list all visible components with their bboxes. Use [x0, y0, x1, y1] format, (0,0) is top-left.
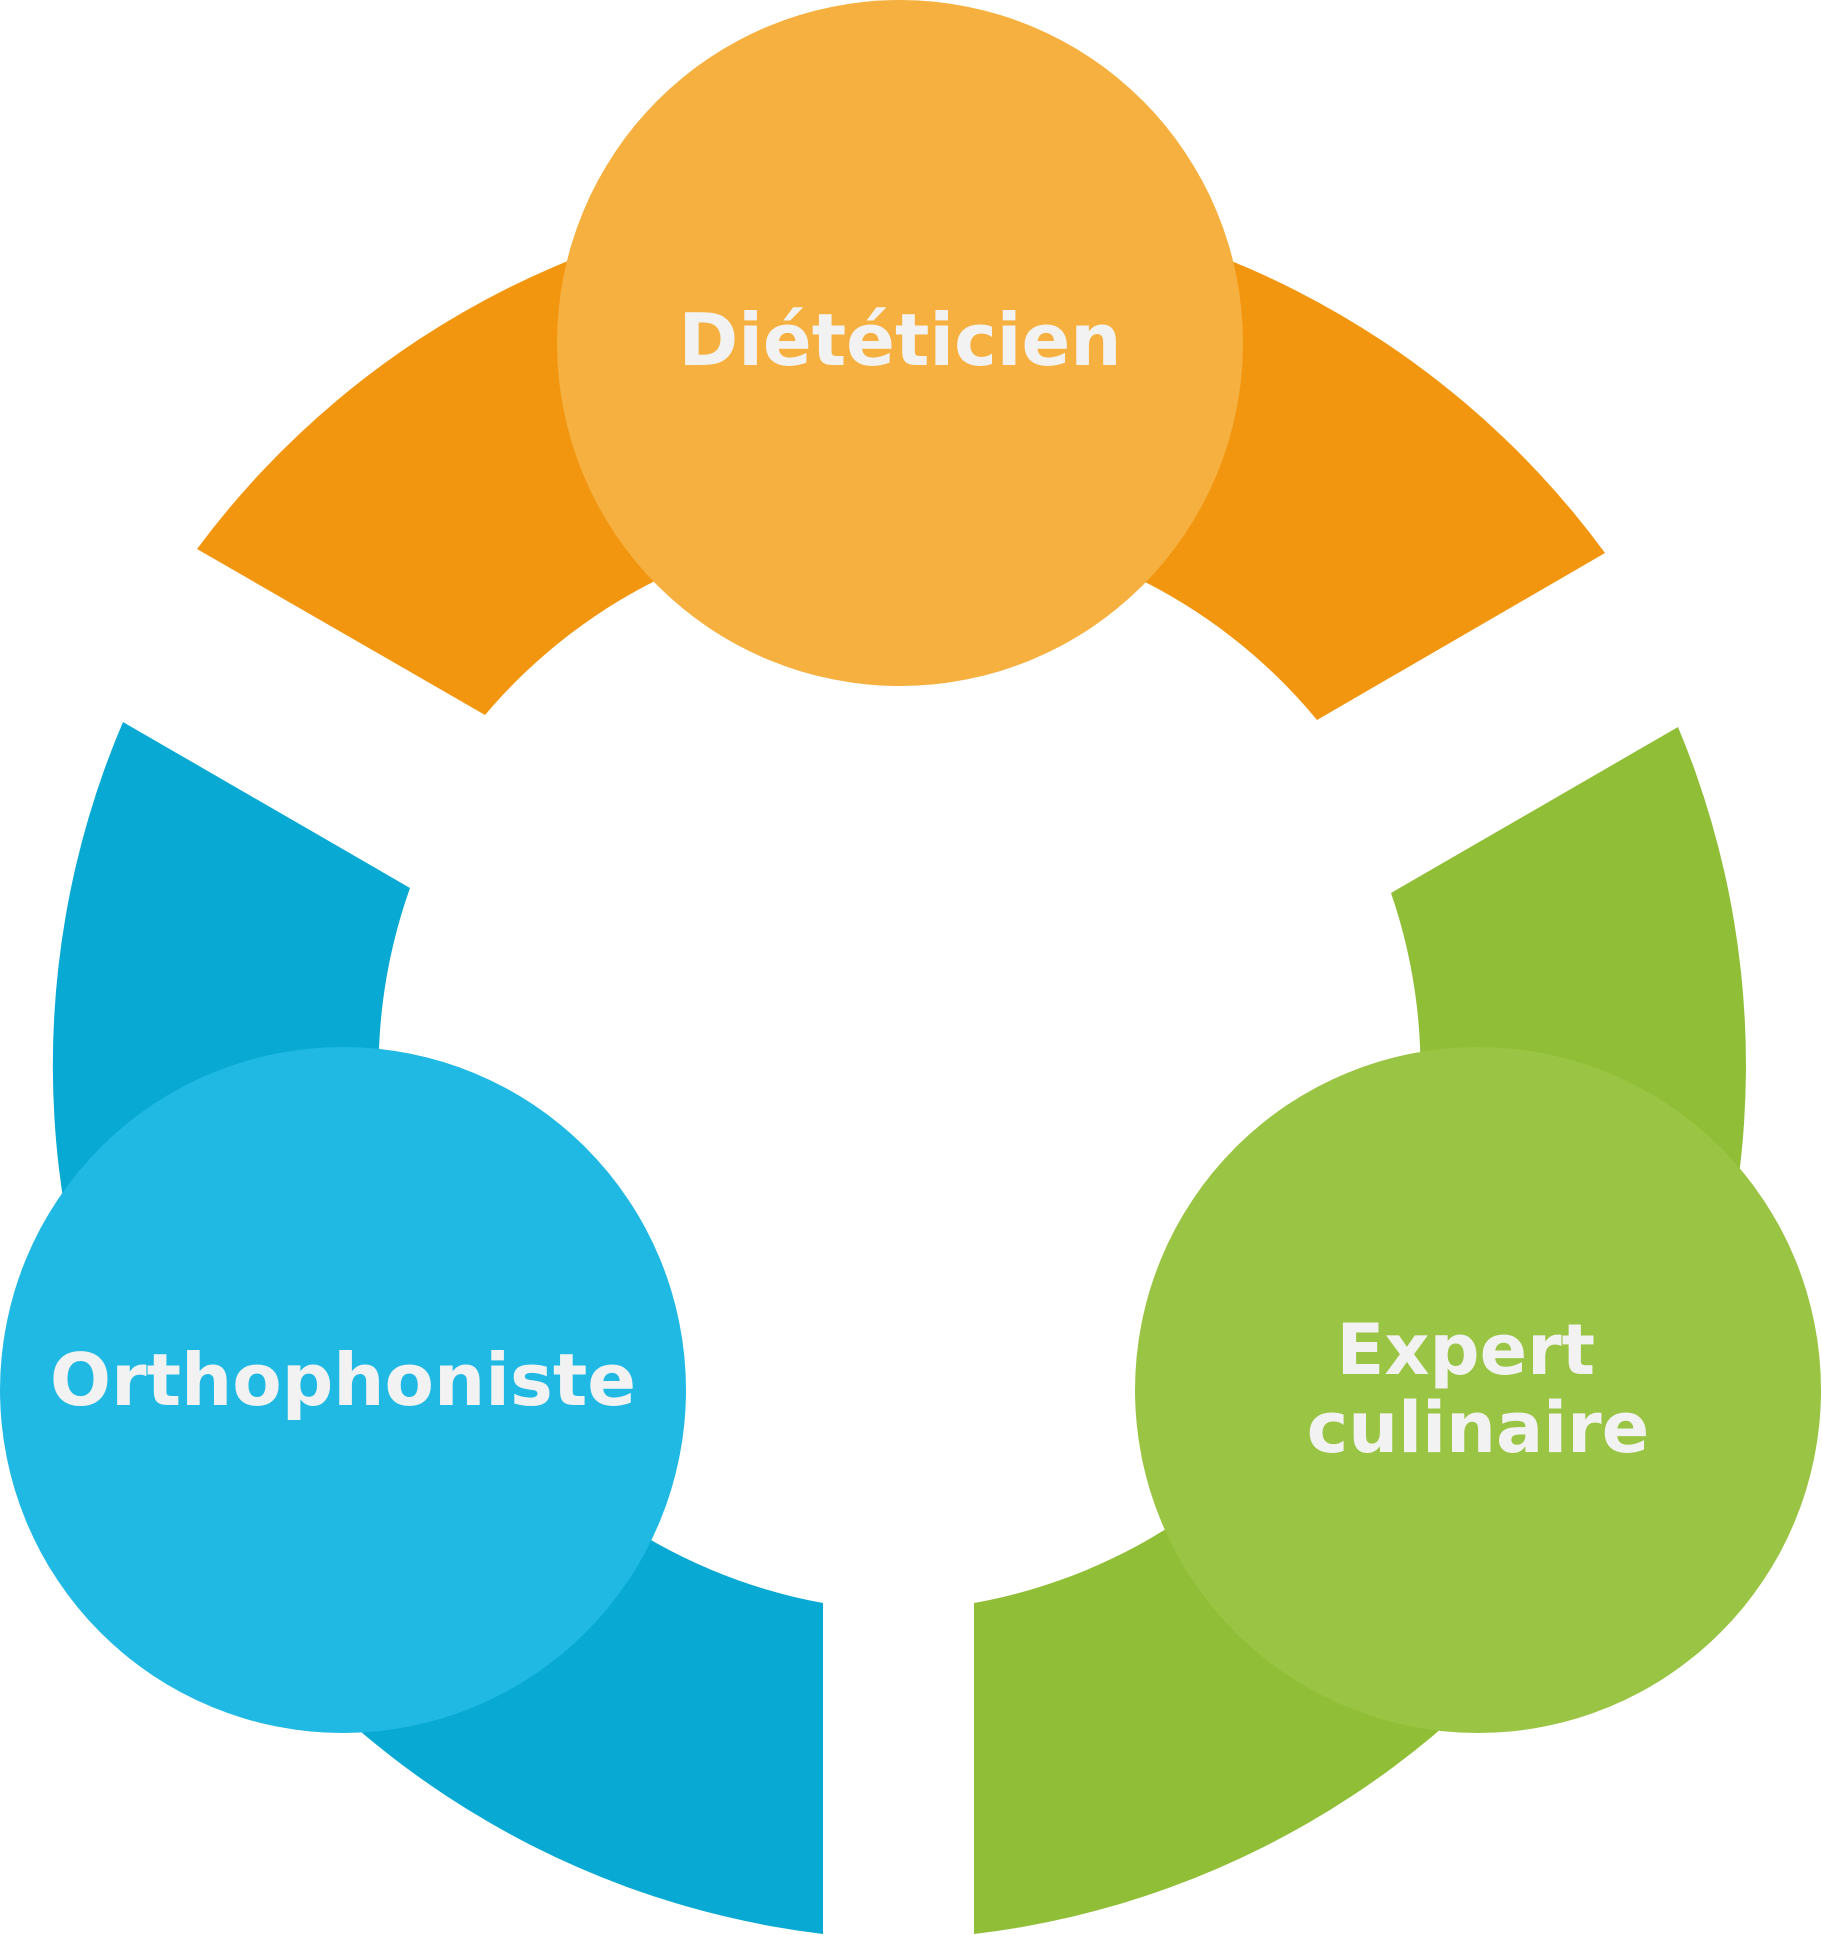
node-dieteticien-circle — [557, 0, 1243, 686]
node-orthophoniste-label-line: Orthophoniste — [50, 1338, 636, 1422]
role-nodes: Diététicien Orthophoniste Expert culinai… — [0, 0, 1821, 1733]
node-expert-culinaire-label-line-2: culinaire — [1307, 1387, 1649, 1469]
node-expert-culinaire: Expert culinaire — [1135, 1047, 1821, 1733]
node-dieteticien: Diététicien — [557, 0, 1243, 686]
node-orthophoniste-circle — [0, 1047, 686, 1733]
node-expert-culinaire-label-line-1: Expert — [1337, 1309, 1596, 1391]
node-expert-culinaire-label: Expert culinaire — [1307, 1309, 1649, 1469]
node-expert-culinaire-circle — [1135, 1047, 1821, 1733]
node-dieteticien-label: Diététicien — [678, 298, 1121, 382]
node-orthophoniste: Orthophoniste — [0, 1047, 686, 1733]
node-orthophoniste-label: Orthophoniste — [50, 1338, 636, 1422]
node-dieteticien-label-line: Diététicien — [678, 298, 1121, 382]
